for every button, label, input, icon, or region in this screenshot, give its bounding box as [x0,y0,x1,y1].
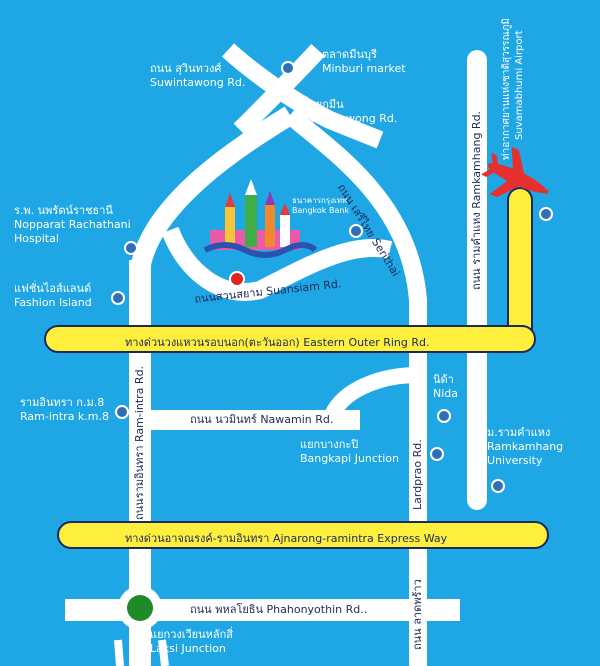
nawamin-connector [322,367,419,424]
label-fashion-island: แฟชั่นไอส์แลนด์ Fashion Island [14,282,92,309]
poi-dot-icon [281,61,295,75]
ramintra-road-label: ถนนรามอินทรา Ram-intra Rd. [133,365,146,520]
nawamin-road-label: ถนน นวมินทร์ Nawamin Rd. [190,413,334,426]
label-ramkamhang-univ: ม.รามคำแหง Ramkamhang University [487,426,564,467]
left-arc-road [130,106,296,272]
label-bangkok-bank: ธนาคารกรุงเทพ Bangkok Bank [292,196,350,215]
suwintawong-road-2 [233,43,325,137]
poi-dot-icon [437,409,451,423]
junction-circle-icon [127,595,153,621]
poi-dot-icon [124,241,138,255]
eastern-outer-ring-band [44,325,536,353]
siam-park-icon [203,179,318,258]
destination-marker-icon [229,271,245,287]
label-suwintawong-top: ถนน สุวินทวงศ์ Suwintawong Rd. [150,62,246,89]
label-ram-intra-km8: รามอินทรา ก.ม.8 Ram-intra k.m.8 [20,396,110,423]
poi-dot-icon [539,207,553,221]
label-suwintawong-right: สี่แยกมีน Suwintawong Rd. [302,98,398,125]
label-minburi: ตลาดมีนบุรี Minburi market [322,48,406,75]
lardprao-road-label: Lardprao Rd. [411,439,424,510]
lardprao-thai-label: ถนน ลาดพร้าว [411,579,424,650]
label-nopparat: ร.พ. นพรัตน์ราชธานี Nopparat Rachathani … [14,204,131,245]
poi-dot-icon [349,224,363,238]
plane-icon [481,146,550,198]
label-airport: ท่าอากาศยานแห่งชาติสุวรรณภูมิ Suvamabhum… [501,18,525,160]
poi-dot-icon [111,291,125,305]
ramkamhang-road-label: ถนน รามคำแหง Ramkamhang Rd. [470,110,483,290]
poi-dot-icon [115,405,129,419]
ajnarong-band [57,521,549,549]
eastern-outer-ring-label: ทางด่วนวงแหวนรอบนอก(ตะวันออก) Eastern Ou… [125,336,430,349]
serithai-road [284,108,427,666]
label-nida: นิด้า Nida [433,373,459,400]
ajnarong-expressway-label: ทางด่วนอาจณรงค์-รามอินทรา Ajnarong-ramin… [125,532,448,545]
suansiam-road [161,226,393,301]
poi-dot-icon [430,447,444,461]
poi-dot-icon [491,479,505,493]
label-bangkapi: แยกบางกะปิ Bangkapi Junction [300,438,399,465]
label-laksi: แยกวงเวียนหลักสี่ Laksi Junction [150,628,234,655]
phahonyothin-road-label: ถนน พหลโยธิน Phahonyothin Rd.. [190,603,368,616]
